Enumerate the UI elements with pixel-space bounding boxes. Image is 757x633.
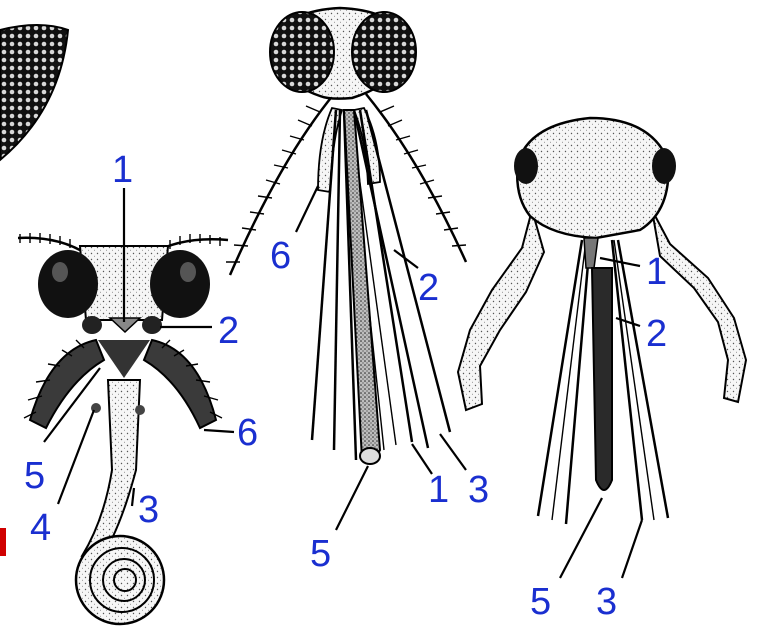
bug-label-5: 5 (530, 581, 551, 623)
bug-head-diagram: 1 2 5 3 (458, 118, 746, 623)
butterfly-label-4: 4 (30, 507, 51, 549)
butterfly-label-3: 3 (138, 489, 159, 531)
red-edge-mark (0, 528, 6, 556)
bug-label-2: 2 (646, 313, 667, 355)
butterfly-head-diagram: 1 2 6 5 4 3 (18, 149, 258, 624)
butterfly-label-5: 5 (24, 455, 45, 497)
mosquito-label-6: 6 (270, 235, 291, 277)
mosquito-head-diagram: 6 2 1 3 5 (226, 8, 489, 575)
partial-compound-eye (0, 25, 68, 160)
bug-label-1: 1 (646, 251, 667, 293)
mosquito-label-2: 2 (418, 267, 439, 309)
mosquito-label-5: 5 (310, 533, 331, 575)
bug-label-3: 3 (596, 581, 617, 623)
butterfly-label-2: 2 (218, 310, 239, 352)
mosquito-label-3: 3 (468, 469, 489, 511)
butterfly-label-6: 6 (237, 412, 258, 454)
mosquito-label-1: 1 (428, 469, 449, 511)
butterfly-label-1: 1 (112, 149, 133, 191)
